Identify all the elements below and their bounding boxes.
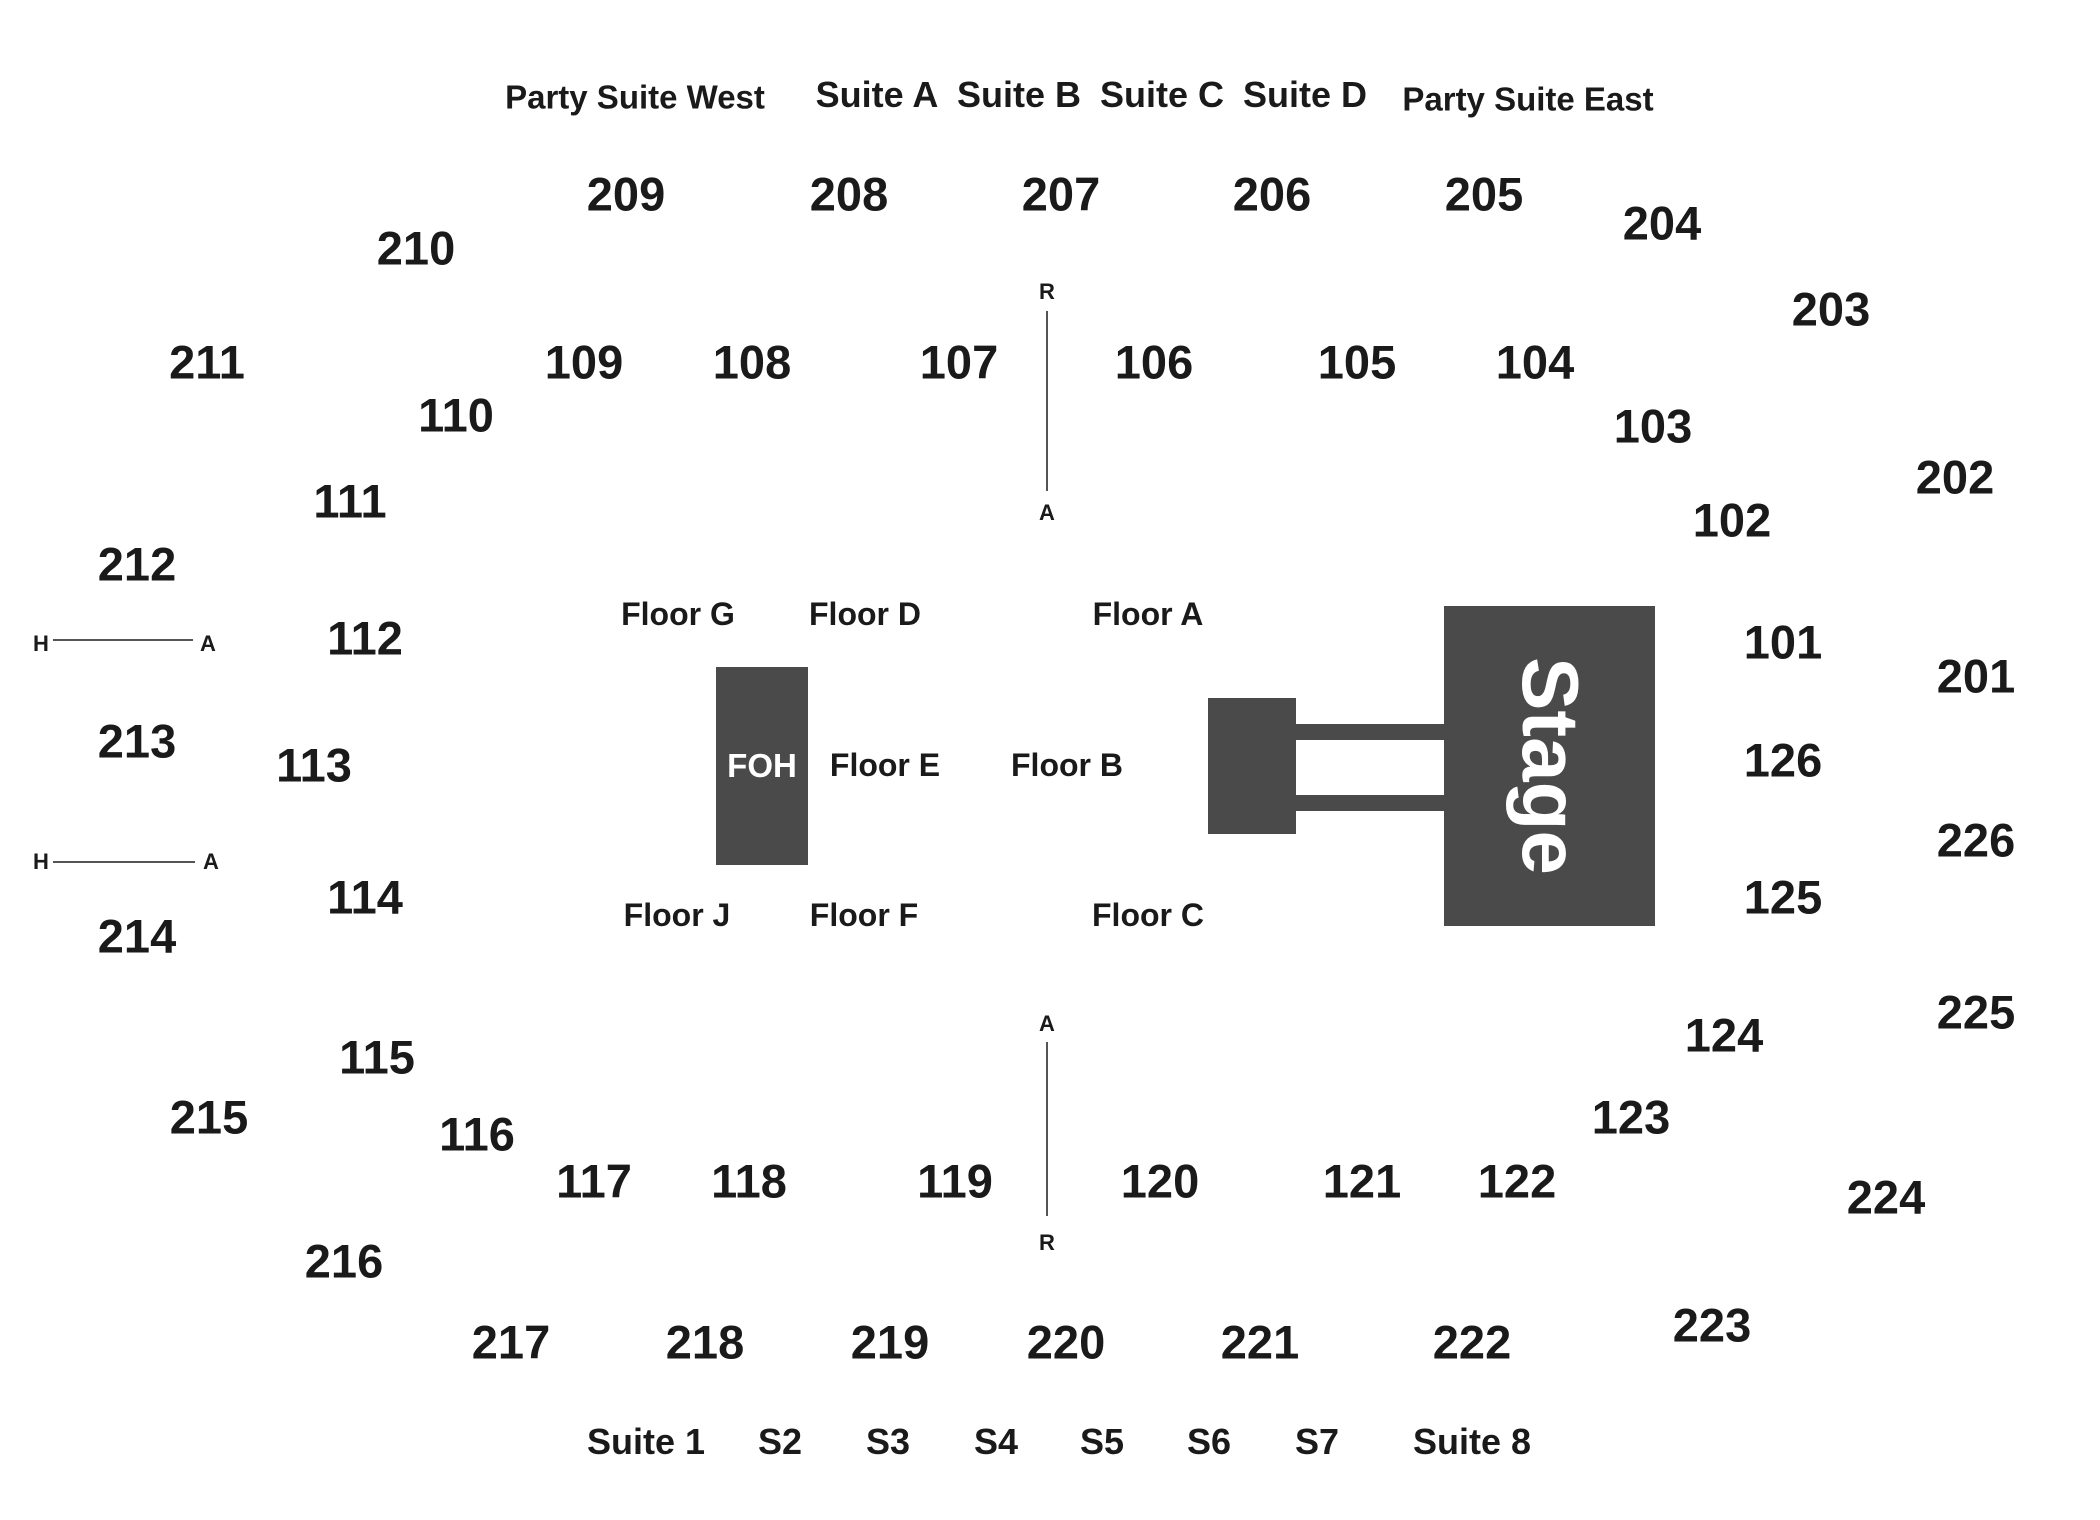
suite-1[interactable]: Suite 1 bbox=[586, 1421, 706, 1462]
suite-c[interactable]: Suite C bbox=[1099, 74, 1225, 115]
section-120[interactable]: 120 bbox=[1120, 1154, 1200, 1208]
section-106[interactable]: 106 bbox=[1114, 335, 1194, 389]
section-102[interactable]: 102 bbox=[1692, 493, 1772, 547]
aisle-line-left1 bbox=[53, 639, 193, 641]
section-105[interactable]: 105 bbox=[1317, 335, 1397, 389]
foh-label: FOH bbox=[727, 747, 797, 784]
stage-label: Stage bbox=[1505, 657, 1595, 875]
marker-left2-a: A bbox=[203, 849, 219, 874]
section-220[interactable]: 220 bbox=[1026, 1315, 1106, 1369]
section-103[interactable]: 103 bbox=[1613, 399, 1693, 453]
section-122[interactable]: 122 bbox=[1477, 1154, 1557, 1208]
section-201[interactable]: 201 bbox=[1936, 649, 2016, 703]
section-107[interactable]: 107 bbox=[919, 335, 999, 389]
section-219[interactable]: 219 bbox=[850, 1315, 930, 1369]
floor-g[interactable]: Floor G bbox=[621, 596, 735, 632]
section-113[interactable]: 113 bbox=[276, 738, 352, 792]
marker-left2-h: H bbox=[33, 849, 49, 874]
suite-s3[interactable]: S3 bbox=[865, 1421, 911, 1462]
section-212[interactable]: 212 bbox=[97, 537, 177, 591]
section-110[interactable]: 110 bbox=[418, 388, 494, 442]
section-115[interactable]: 115 bbox=[339, 1030, 415, 1084]
section-203[interactable]: 203 bbox=[1791, 282, 1871, 336]
floor-j[interactable]: Floor J bbox=[623, 897, 731, 933]
runway-upper bbox=[1294, 724, 1446, 740]
thrust-platform bbox=[1208, 698, 1296, 834]
suite-d[interactable]: Suite D bbox=[1242, 74, 1368, 115]
section-214[interactable]: 214 bbox=[97, 909, 177, 963]
marker-left1-a: A bbox=[200, 631, 216, 656]
marker-top-a: A bbox=[1039, 500, 1055, 525]
section-216[interactable]: 216 bbox=[304, 1234, 384, 1288]
suite-s6[interactable]: S6 bbox=[1186, 1421, 1232, 1462]
section-204[interactable]: 204 bbox=[1622, 196, 1702, 250]
suite-s5[interactable]: S5 bbox=[1079, 1421, 1125, 1462]
section-108[interactable]: 108 bbox=[712, 335, 792, 389]
section-223[interactable]: 223 bbox=[1672, 1298, 1752, 1352]
section-118[interactable]: 118 bbox=[711, 1154, 787, 1208]
foh-booth bbox=[716, 667, 808, 865]
suite-party-west[interactable]: Party Suite West bbox=[505, 78, 765, 116]
section-121[interactable]: 121 bbox=[1322, 1154, 1402, 1208]
section-112[interactable]: 112 bbox=[327, 611, 403, 665]
suite-a[interactable]: Suite A bbox=[815, 74, 939, 115]
section-210[interactable]: 210 bbox=[376, 221, 456, 275]
section-224[interactable]: 224 bbox=[1846, 1170, 1926, 1224]
section-109[interactable]: 109 bbox=[544, 335, 624, 389]
suite-8[interactable]: Suite 8 bbox=[1412, 1421, 1532, 1462]
section-205[interactable]: 205 bbox=[1444, 167, 1524, 221]
section-111[interactable]: 111 bbox=[313, 474, 387, 528]
aisle-line-bottom bbox=[1046, 1042, 1048, 1216]
suite-party-east[interactable]: Party Suite East bbox=[1402, 80, 1654, 118]
section-104[interactable]: 104 bbox=[1495, 335, 1575, 389]
section-222[interactable]: 222 bbox=[1432, 1315, 1512, 1369]
section-207[interactable]: 207 bbox=[1021, 167, 1101, 221]
runway-lower bbox=[1294, 795, 1446, 811]
floor-a[interactable]: Floor A bbox=[1092, 596, 1204, 632]
suite-s2[interactable]: S2 bbox=[757, 1421, 803, 1462]
marker-left1-h: H bbox=[33, 631, 49, 656]
section-125[interactable]: 125 bbox=[1743, 870, 1823, 924]
section-202[interactable]: 202 bbox=[1915, 450, 1995, 504]
stage bbox=[1444, 606, 1655, 926]
section-123[interactable]: 123 bbox=[1591, 1090, 1671, 1144]
section-226[interactable]: 226 bbox=[1936, 813, 2016, 867]
section-117[interactable]: 117 bbox=[556, 1154, 632, 1208]
aisle-line-left2 bbox=[53, 861, 195, 863]
stage-label-wrap: Stage bbox=[1444, 606, 1655, 926]
section-101[interactable]: 101 bbox=[1743, 615, 1823, 669]
marker-bottom-a: A bbox=[1039, 1011, 1055, 1036]
section-221[interactable]: 221 bbox=[1220, 1315, 1300, 1369]
section-126[interactable]: 126 bbox=[1743, 733, 1823, 787]
suite-b[interactable]: Suite B bbox=[956, 74, 1082, 115]
section-116[interactable]: 116 bbox=[439, 1107, 515, 1161]
aisle-line-top bbox=[1046, 311, 1048, 491]
section-206[interactable]: 206 bbox=[1232, 167, 1312, 221]
section-114[interactable]: 114 bbox=[327, 870, 403, 924]
suite-s7[interactable]: S7 bbox=[1294, 1421, 1340, 1462]
floor-e[interactable]: Floor E bbox=[829, 747, 941, 783]
floor-d[interactable]: Floor D bbox=[809, 596, 921, 632]
section-119[interactable]: 119 bbox=[917, 1154, 993, 1208]
section-215[interactable]: 215 bbox=[169, 1090, 249, 1144]
marker-bottom-r: R bbox=[1039, 1230, 1055, 1255]
section-208[interactable]: 208 bbox=[809, 167, 889, 221]
section-218[interactable]: 218 bbox=[665, 1315, 745, 1369]
section-124[interactable]: 124 bbox=[1684, 1008, 1764, 1062]
section-213[interactable]: 213 bbox=[97, 714, 177, 768]
floor-f[interactable]: Floor F bbox=[809, 897, 919, 933]
section-217[interactable]: 217 bbox=[471, 1315, 551, 1369]
section-225[interactable]: 225 bbox=[1936, 985, 2016, 1039]
floor-b[interactable]: Floor B bbox=[1011, 747, 1123, 783]
suite-s4[interactable]: S4 bbox=[973, 1421, 1019, 1462]
marker-top-r: R bbox=[1039, 279, 1055, 304]
floor-c[interactable]: Floor C bbox=[1092, 897, 1204, 933]
section-209[interactable]: 209 bbox=[586, 167, 666, 221]
section-211[interactable]: 211 bbox=[169, 335, 245, 389]
